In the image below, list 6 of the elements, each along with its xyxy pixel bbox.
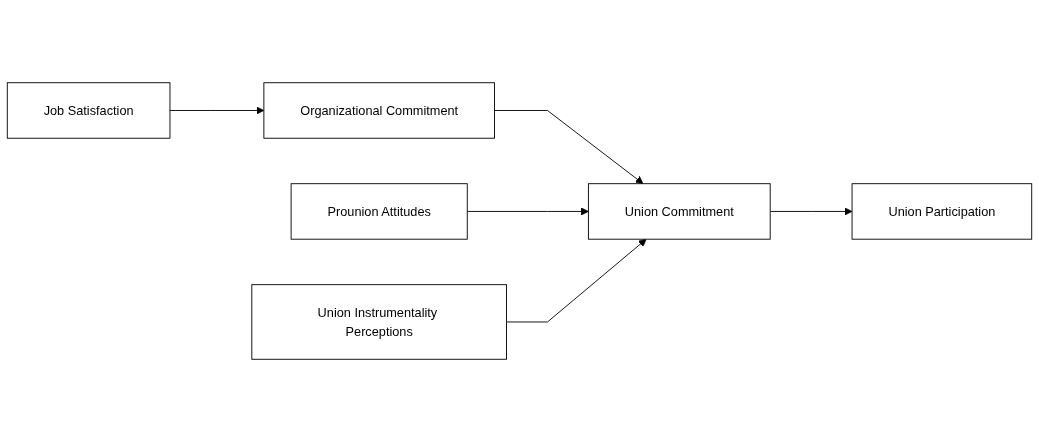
node-box: Union Participation <box>851 183 1033 240</box>
node-box: Prounion Attitudes <box>290 183 468 240</box>
node-box: Organizational Commitment <box>263 82 495 139</box>
node-box: Job Satisfaction <box>6 82 171 139</box>
node-box: Union Instrumentality Perceptions <box>251 284 507 360</box>
node-box: Union Commitment <box>587 183 771 240</box>
